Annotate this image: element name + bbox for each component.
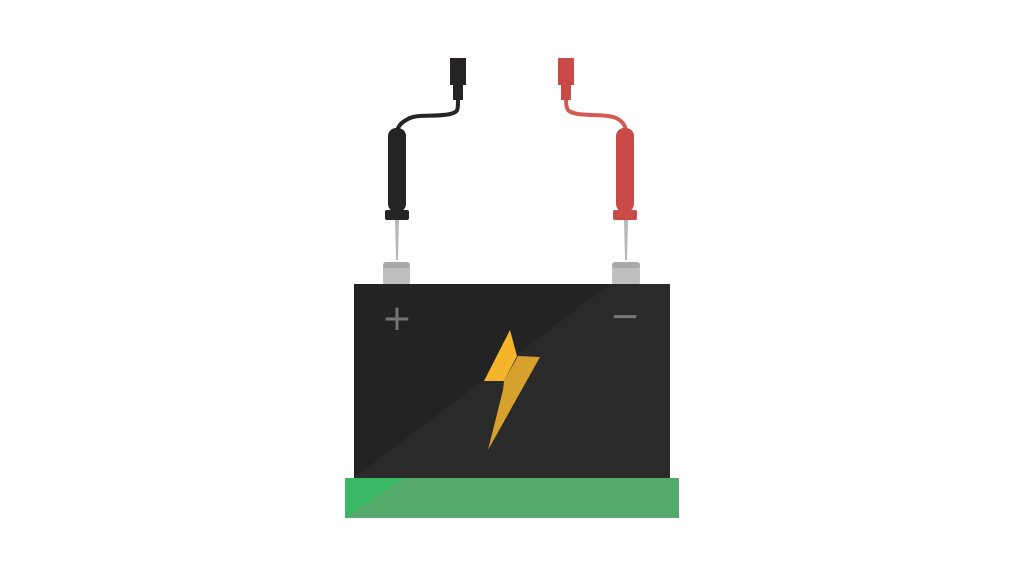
lightning-bolt-upper [484,330,517,381]
negative-symbol: − [610,296,640,337]
lightning-bolt-icon [484,330,540,450]
lightning-bolt-lower [488,356,540,450]
battery-base-rectangle [345,478,679,518]
black-probe-guard [385,210,409,220]
battery-icon: + − [354,284,670,478]
red-probe-guard [613,210,637,220]
black-probe-cable [395,97,460,135]
black-probe-handle [388,128,406,212]
battery-base-highlight [345,478,404,518]
black-probe-plug-neck [453,84,463,100]
negative-terminal-top [612,262,640,268]
red-probe-cable [564,97,628,135]
red-probe-plug [558,58,574,85]
red-probe-plug-neck [561,84,571,100]
red-probe-tip [624,220,628,260]
black-probe-plug [450,58,466,85]
black-probe-tip [395,220,399,260]
positive-terminal-top [383,262,410,268]
red-probe-handle [616,128,634,212]
red-test-probe-icon [558,58,637,260]
battery-body-shadow [354,284,610,478]
battery-terminals [383,262,640,286]
black-test-probe-icon [385,58,466,260]
positive-symbol: + [382,298,412,339]
battery-base [345,478,679,518]
